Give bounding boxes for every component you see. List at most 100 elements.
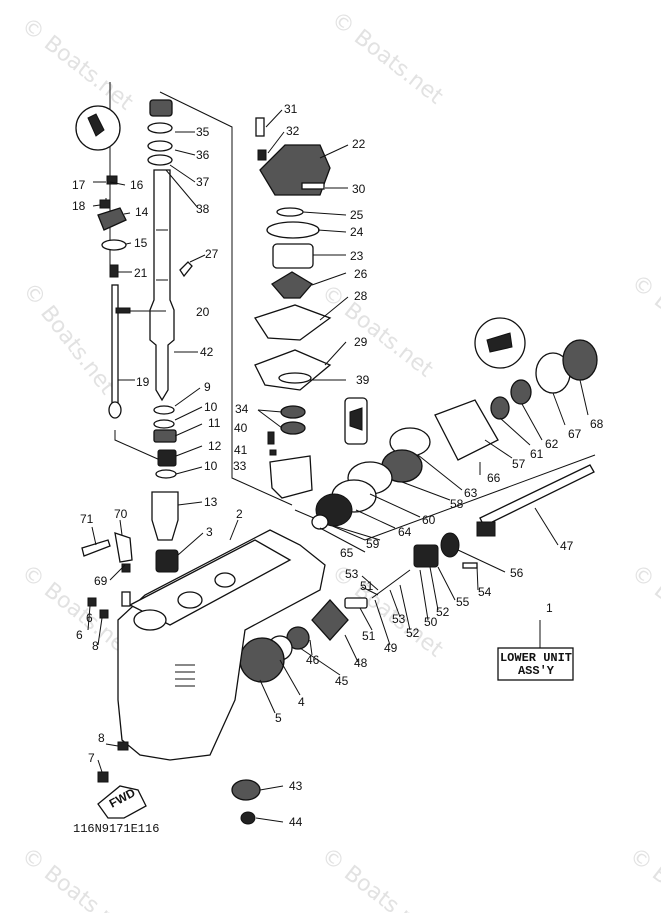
assembly-label-line2: ASS'Y — [518, 664, 555, 678]
leader-line — [177, 532, 204, 556]
cross-pin-part — [462, 562, 478, 569]
oil-seal-part — [280, 405, 306, 419]
callout-number: 41 — [234, 443, 248, 457]
assembly-label-line1: LOWER UNIT — [500, 651, 572, 665]
callout-number: 50 — [424, 615, 438, 629]
callout-number: 63 — [464, 486, 478, 500]
callout-number: 52 — [436, 605, 450, 619]
leader-line — [174, 406, 203, 421]
callout-number: 8 — [92, 639, 99, 653]
leader-line — [311, 272, 347, 286]
leader-line — [476, 565, 479, 591]
leader-line — [429, 566, 439, 611]
callout-number: 40 — [234, 421, 248, 435]
drive-shaft-part — [149, 169, 175, 402]
callout-number: 22 — [352, 137, 366, 151]
shift-plunger-part — [344, 597, 368, 609]
leader-line — [174, 387, 201, 407]
leader-line — [189, 254, 206, 263]
leader-line — [324, 341, 347, 366]
shim-part — [153, 419, 175, 429]
watermark: © Boats.net — [626, 270, 661, 373]
leader-line — [333, 525, 381, 541]
oil-seal-part — [510, 379, 532, 405]
dog-clutch-part — [413, 544, 439, 568]
callout-number: 10 — [204, 400, 218, 414]
callout-number: 42 — [200, 345, 214, 359]
o-ring-part — [266, 221, 320, 239]
casing-bore — [133, 609, 167, 631]
leader-line — [174, 423, 203, 437]
leader-line — [319, 527, 366, 553]
callout-number: 26 — [354, 267, 368, 281]
callout-number: 68 — [590, 417, 604, 431]
spring-part — [371, 569, 411, 599]
callout-number: 67 — [568, 427, 582, 441]
callout-number: 16 — [130, 178, 144, 192]
clip-detail — [87, 113, 105, 137]
pin-part — [115, 307, 131, 314]
gasket-part — [99, 609, 109, 619]
callout-number: 47 — [560, 539, 574, 553]
callout-number: 56 — [510, 566, 524, 580]
callout-number: 3 — [206, 525, 213, 539]
callout-number: 59 — [366, 537, 380, 551]
leader-line — [389, 589, 401, 618]
callout-number: 6 — [76, 628, 83, 642]
callout-number: 30 — [352, 182, 366, 196]
leader-line — [105, 743, 119, 747]
spring-part — [109, 264, 119, 278]
washer-part — [269, 449, 277, 456]
shim-part — [153, 405, 175, 415]
leader-line — [119, 519, 123, 536]
leader-line — [552, 392, 566, 426]
callout-number: 19 — [136, 375, 150, 389]
fwd-arrow: FWD — [97, 785, 147, 819]
leader-line — [255, 817, 284, 823]
watermark: © Boats.net — [16, 13, 137, 116]
callout-number: 57 — [512, 457, 526, 471]
leader-line — [359, 607, 373, 631]
callout-number: 55 — [456, 595, 470, 609]
callout-number: 36 — [196, 148, 210, 162]
callout-number: 27 — [205, 247, 219, 261]
leader-line — [534, 507, 559, 546]
lower-casing-group — [81, 529, 326, 825]
bolt-part — [121, 591, 131, 607]
leader-line — [257, 409, 283, 429]
callout-number: 71 — [80, 512, 94, 526]
leader-line — [369, 493, 421, 518]
watermark: © Boats.net — [316, 843, 437, 913]
callout-number: 61 — [530, 447, 544, 461]
leader-line — [109, 564, 126, 581]
leader-line — [399, 584, 411, 631]
nut-part — [99, 199, 111, 209]
leader-line — [484, 439, 513, 459]
clip-part — [179, 261, 193, 278]
clip-detail — [486, 332, 513, 353]
leader-line — [417, 454, 463, 491]
leader-line — [521, 403, 543, 441]
leader-line — [175, 466, 203, 475]
callout-number: 45 — [335, 674, 349, 688]
gasket-part — [278, 372, 312, 384]
sleeve-part — [151, 491, 179, 541]
watermark: © Boats.net — [17, 278, 120, 399]
watermark: © Boats.net — [626, 560, 661, 663]
bearing-housing-part — [434, 399, 499, 461]
leader-line — [361, 575, 379, 591]
oil-seal-housing-part — [269, 455, 313, 499]
leader-line — [419, 569, 429, 621]
callout-number: 32 — [286, 124, 300, 138]
oil-seal-part — [490, 396, 510, 420]
shift-lever-part — [81, 539, 111, 557]
oil-seal-part — [280, 421, 306, 435]
spring-part — [440, 532, 460, 558]
callout-number: 33 — [233, 459, 247, 473]
callout-number: 60 — [422, 513, 436, 527]
callout-number: 15 — [134, 236, 148, 250]
callout-number: 53 — [392, 612, 406, 626]
callout-number: 20 — [196, 305, 210, 319]
seal-part — [276, 207, 304, 217]
bearing-part — [153, 429, 177, 443]
